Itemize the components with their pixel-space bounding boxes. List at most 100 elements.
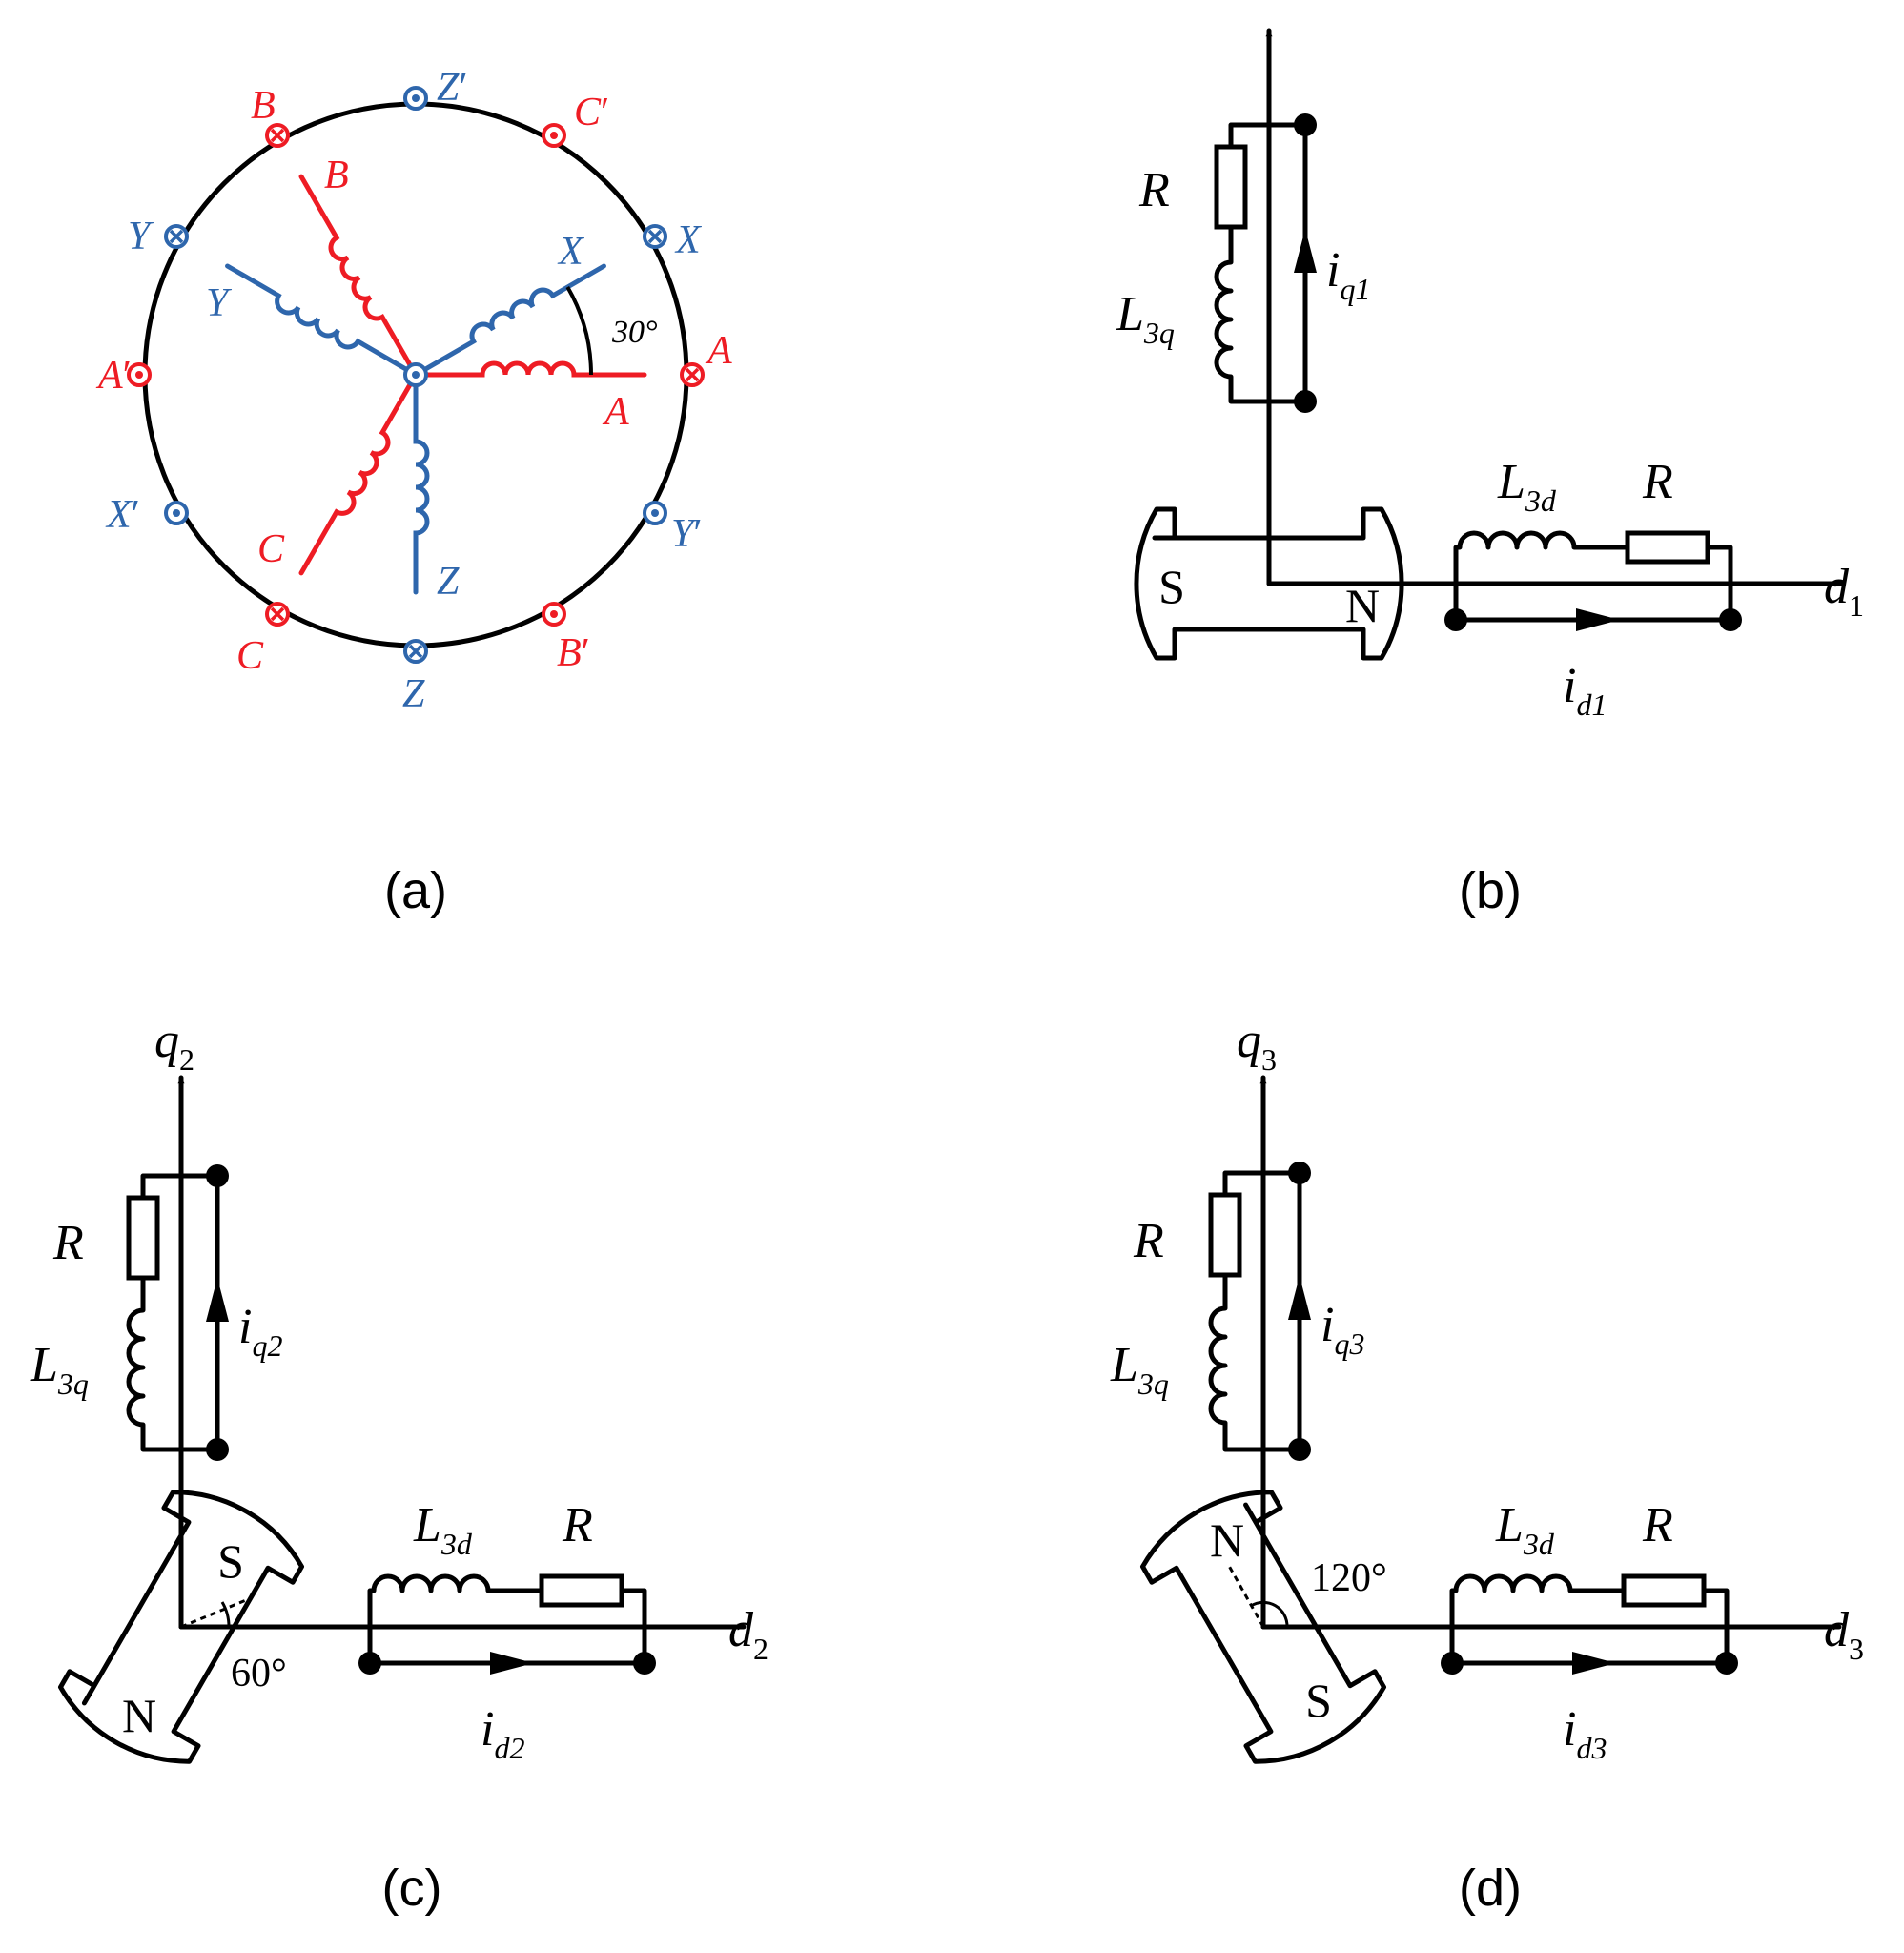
node-q-bottom bbox=[1288, 1438, 1311, 1461]
inductor-q bbox=[1214, 224, 1272, 404]
d-axis-label: d3 bbox=[1824, 1603, 1864, 1666]
ring-label-z: Z bbox=[402, 672, 425, 716]
q-circuit bbox=[1208, 1162, 1311, 1461]
phase-label-c: C bbox=[257, 527, 285, 571]
caption-a: (a) bbox=[384, 862, 447, 919]
node-d-left bbox=[1444, 608, 1467, 631]
resistor-q bbox=[126, 1195, 160, 1281]
winding-a bbox=[413, 360, 647, 378]
conductor-markers bbox=[127, 86, 705, 664]
conductor-b bbox=[265, 123, 290, 148]
phase-label-z: Z bbox=[437, 560, 460, 604]
current-arrow-d bbox=[490, 1652, 534, 1675]
node-q-bottom bbox=[1294, 390, 1317, 413]
winding-y bbox=[225, 263, 419, 378]
ring-label-c: C bbox=[236, 634, 264, 678]
label-i-d: id1 bbox=[1563, 659, 1607, 722]
node-d-right bbox=[1719, 608, 1742, 631]
rotor: S N bbox=[1134, 506, 1404, 661]
node-d-left bbox=[1441, 1652, 1464, 1675]
q-circuit bbox=[126, 1164, 229, 1461]
node-q-bottom bbox=[206, 1438, 229, 1461]
resistor-d bbox=[1621, 1573, 1707, 1608]
caption-c: (c) bbox=[382, 1860, 442, 1917]
ring-label-a: A bbox=[705, 329, 732, 373]
current-arrow-q bbox=[1294, 229, 1317, 273]
angle-arc-30 bbox=[565, 285, 593, 376]
phase-label-b: B bbox=[324, 154, 349, 197]
node-d-right bbox=[1715, 1652, 1738, 1675]
conductor-a-prime bbox=[127, 362, 152, 387]
conductor-x-prime bbox=[164, 501, 189, 525]
inductor-d bbox=[367, 1573, 544, 1630]
label-r-q: R bbox=[52, 1216, 84, 1270]
caption-b: (b) bbox=[1459, 862, 1522, 919]
label-i-q: iq1 bbox=[1326, 243, 1370, 306]
inductor-d bbox=[1453, 530, 1630, 586]
label-l-q: L3q bbox=[30, 1338, 89, 1401]
d-circuit bbox=[1444, 530, 1742, 631]
label-r-q: R bbox=[1133, 1214, 1164, 1268]
d-circuit bbox=[1441, 1573, 1738, 1675]
resistor-q bbox=[1208, 1192, 1242, 1278]
label-i-q: iq3 bbox=[1321, 1298, 1364, 1361]
label-i-d: id3 bbox=[1563, 1702, 1607, 1765]
phase-label-y: Y bbox=[206, 281, 233, 325]
q-axis-label: q3 bbox=[1237, 1014, 1277, 1077]
angle-arc-60 bbox=[220, 1601, 231, 1628]
resistor-d bbox=[539, 1573, 624, 1608]
conductor-y bbox=[164, 224, 189, 249]
conductor-c-prime bbox=[542, 123, 566, 148]
rotor-pole-2: N bbox=[1345, 579, 1380, 632]
rotor-pole-2: N bbox=[122, 1689, 156, 1742]
panel-b: S N d1 R L3q iq1 bbox=[1116, 28, 1864, 722]
rotor-pole-1: S bbox=[1158, 560, 1185, 613]
angle-arc-120 bbox=[1250, 1600, 1289, 1628]
label-i-q: iq2 bbox=[238, 1300, 282, 1363]
rotor-pole-1: S bbox=[217, 1534, 244, 1588]
angle-label: 120° bbox=[1311, 1556, 1387, 1600]
label-r-d: R bbox=[1642, 1498, 1673, 1552]
label-r-q: R bbox=[1138, 163, 1170, 217]
label-r-d: R bbox=[1642, 455, 1673, 509]
panel-d: N S 120° d3 q3 R L3q iq3 bbox=[1110, 1014, 1864, 1765]
conductor-x bbox=[643, 224, 667, 249]
rotor-body bbox=[57, 1490, 305, 1764]
label-i-d: id2 bbox=[481, 1702, 524, 1765]
label-l-d: L3d bbox=[1495, 1498, 1555, 1561]
current-arrow-d bbox=[1572, 1652, 1616, 1675]
node-q-top bbox=[1288, 1162, 1311, 1184]
ring-label-y: Y bbox=[128, 215, 154, 258]
ring-label-x: X bbox=[674, 218, 703, 262]
label-l-q: L3q bbox=[1116, 287, 1175, 350]
rotor bbox=[1139, 1490, 1387, 1764]
phase-labels: A B C X Y Z bbox=[206, 154, 629, 604]
d-axis-label: d1 bbox=[1824, 560, 1864, 623]
d-axis-dashed bbox=[1227, 1565, 1265, 1628]
panel-a: Z′ C′ X A Y′ B′ Z C X′ A′ Y B bbox=[95, 66, 732, 716]
conductor-a bbox=[680, 362, 705, 387]
winding-c bbox=[298, 372, 419, 576]
rotor-pole-1: N bbox=[1210, 1513, 1244, 1567]
rotor-pole-2: S bbox=[1305, 1674, 1332, 1727]
rotor bbox=[57, 1490, 305, 1764]
ring-label-z-prime: Z′ bbox=[437, 66, 468, 110]
label-r-d: R bbox=[562, 1498, 593, 1552]
current-arrow-q bbox=[1288, 1276, 1311, 1320]
rotor-body bbox=[1139, 1490, 1387, 1764]
label-l-d: L3d bbox=[413, 1498, 473, 1561]
ring-label-a-prime: A′ bbox=[95, 354, 132, 398]
label-l-d: L3d bbox=[1497, 455, 1557, 518]
node-d-right bbox=[633, 1652, 656, 1675]
ring-label-x-prime: X′ bbox=[105, 493, 140, 537]
ring-label-c-prime: C′ bbox=[574, 91, 609, 134]
ring-labels: Z′ C′ X A Y′ B′ Z C X′ A′ Y B bbox=[95, 66, 732, 716]
q-circuit bbox=[1214, 113, 1317, 413]
current-arrow-d bbox=[1576, 608, 1620, 631]
node-q-top bbox=[1294, 113, 1317, 136]
winding-x bbox=[413, 263, 606, 378]
angle-label-30: 30° bbox=[611, 315, 658, 350]
resistor-d bbox=[1625, 530, 1710, 565]
resistor-q bbox=[1214, 144, 1248, 230]
phase-label-a: A bbox=[602, 390, 629, 434]
